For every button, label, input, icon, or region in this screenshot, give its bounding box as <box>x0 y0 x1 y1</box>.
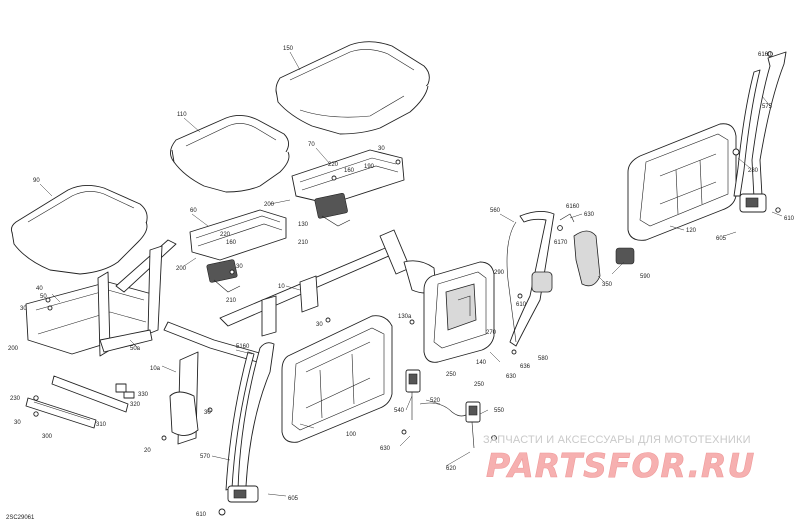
callout: 330 <box>138 392 149 398</box>
callout: 30 <box>204 410 211 416</box>
watermark-caption: ЗАПЧАСТИ И АКСЕССУАРЫ ДЛЯ МОТОТЕХНИКИ <box>483 434 751 446</box>
callout: 6160 <box>758 52 772 58</box>
callout: 605 <box>288 496 299 502</box>
callout: 30 <box>14 420 21 426</box>
callout: 140 <box>476 360 487 366</box>
callout: 130a <box>398 314 412 320</box>
callout: 10 <box>278 284 285 290</box>
callout: 220 <box>220 232 231 238</box>
callout: 6160 <box>566 204 580 210</box>
seat-back-140 <box>423 261 495 363</box>
callout: 110 <box>177 112 187 118</box>
main-cross-frame-10 <box>163 229 437 445</box>
seat-cushion-110 <box>170 115 290 193</box>
callout: 630 <box>380 446 391 452</box>
callout: 190 <box>364 164 375 170</box>
callout: 200 <box>264 202 275 208</box>
callout: 540 <box>394 408 405 414</box>
callout: 200 <box>176 266 187 272</box>
seat-cushion-90 <box>11 185 148 275</box>
callout: 6170 <box>554 240 568 246</box>
callout: 630 <box>506 374 517 380</box>
callout: 130 <box>298 222 309 228</box>
callout: 550 <box>494 408 505 414</box>
trim-parts <box>559 213 635 287</box>
callout: 50a <box>130 346 141 352</box>
callout: 70 <box>308 142 315 148</box>
callout: 200 <box>8 346 19 352</box>
callout: 120 <box>686 228 697 234</box>
watermark-brand: PARTSFOR.RU <box>486 446 756 486</box>
callout: 580 <box>538 356 549 362</box>
callout: 350 <box>602 282 613 288</box>
callout: 270 <box>486 330 497 336</box>
callout: 636 <box>520 364 531 370</box>
belt-buckles <box>405 369 481 449</box>
callout: 60 <box>190 208 197 214</box>
callout: 40 <box>36 286 43 292</box>
seat-rails-300-310 <box>25 375 135 429</box>
seat-back-120 <box>627 123 737 241</box>
callout: 160 <box>344 168 355 174</box>
callout: 620 <box>446 466 457 472</box>
callout: 610 <box>784 216 795 222</box>
callout: 90 <box>33 178 40 184</box>
callout: 280 <box>748 168 759 174</box>
callout-labels: 150 110 90 70 30 220 160 190 200 130 210… <box>8 46 795 518</box>
seat-back-100 <box>281 315 393 443</box>
callout: 310 <box>96 422 107 428</box>
callout: 230 <box>10 396 21 402</box>
callout: 610 <box>516 302 527 308</box>
seat-belt-570 <box>225 342 275 503</box>
callout: 320 <box>130 402 141 408</box>
callout: 300 <box>42 434 53 440</box>
callout: 630 <box>584 212 595 218</box>
seat-slider-frame-60 <box>189 209 287 293</box>
callout: 100 <box>346 432 357 438</box>
fasteners <box>33 51 781 516</box>
callout: 570 <box>200 454 211 460</box>
callout: 150 <box>283 46 294 52</box>
callout: 605 <box>716 236 727 242</box>
callout: 590 <box>640 274 651 280</box>
callout: 30 <box>236 264 243 270</box>
callout: 20 <box>144 448 151 454</box>
seat-cushion-150 <box>275 41 430 135</box>
callout: 250 <box>474 382 485 388</box>
callout: 210 <box>298 240 309 246</box>
leader-lines <box>39 51 783 497</box>
callout: 30 <box>316 322 323 328</box>
callout: 610 <box>196 512 207 518</box>
callout: 160 <box>226 240 237 246</box>
seat-base-frame-left <box>25 239 177 357</box>
seat-belt-560 <box>506 211 555 347</box>
callout: 5160 <box>236 344 250 350</box>
callout: 210 <box>226 298 237 304</box>
seat-belt-575 <box>733 51 787 213</box>
callout: 520 <box>430 398 441 404</box>
seat-slider-frame-70 <box>291 149 405 227</box>
callout: 220 <box>328 162 339 168</box>
callout: 575 <box>762 104 773 110</box>
callout: 30 <box>20 306 27 312</box>
callout: 250 <box>446 372 457 378</box>
callout: 50 <box>40 294 47 300</box>
callout: 30 <box>378 146 385 152</box>
diagram-reference-code: 2SC29061 <box>6 515 35 521</box>
callout: 10a <box>150 366 161 372</box>
callout: 290 <box>494 270 505 276</box>
callout: 560 <box>490 208 501 214</box>
